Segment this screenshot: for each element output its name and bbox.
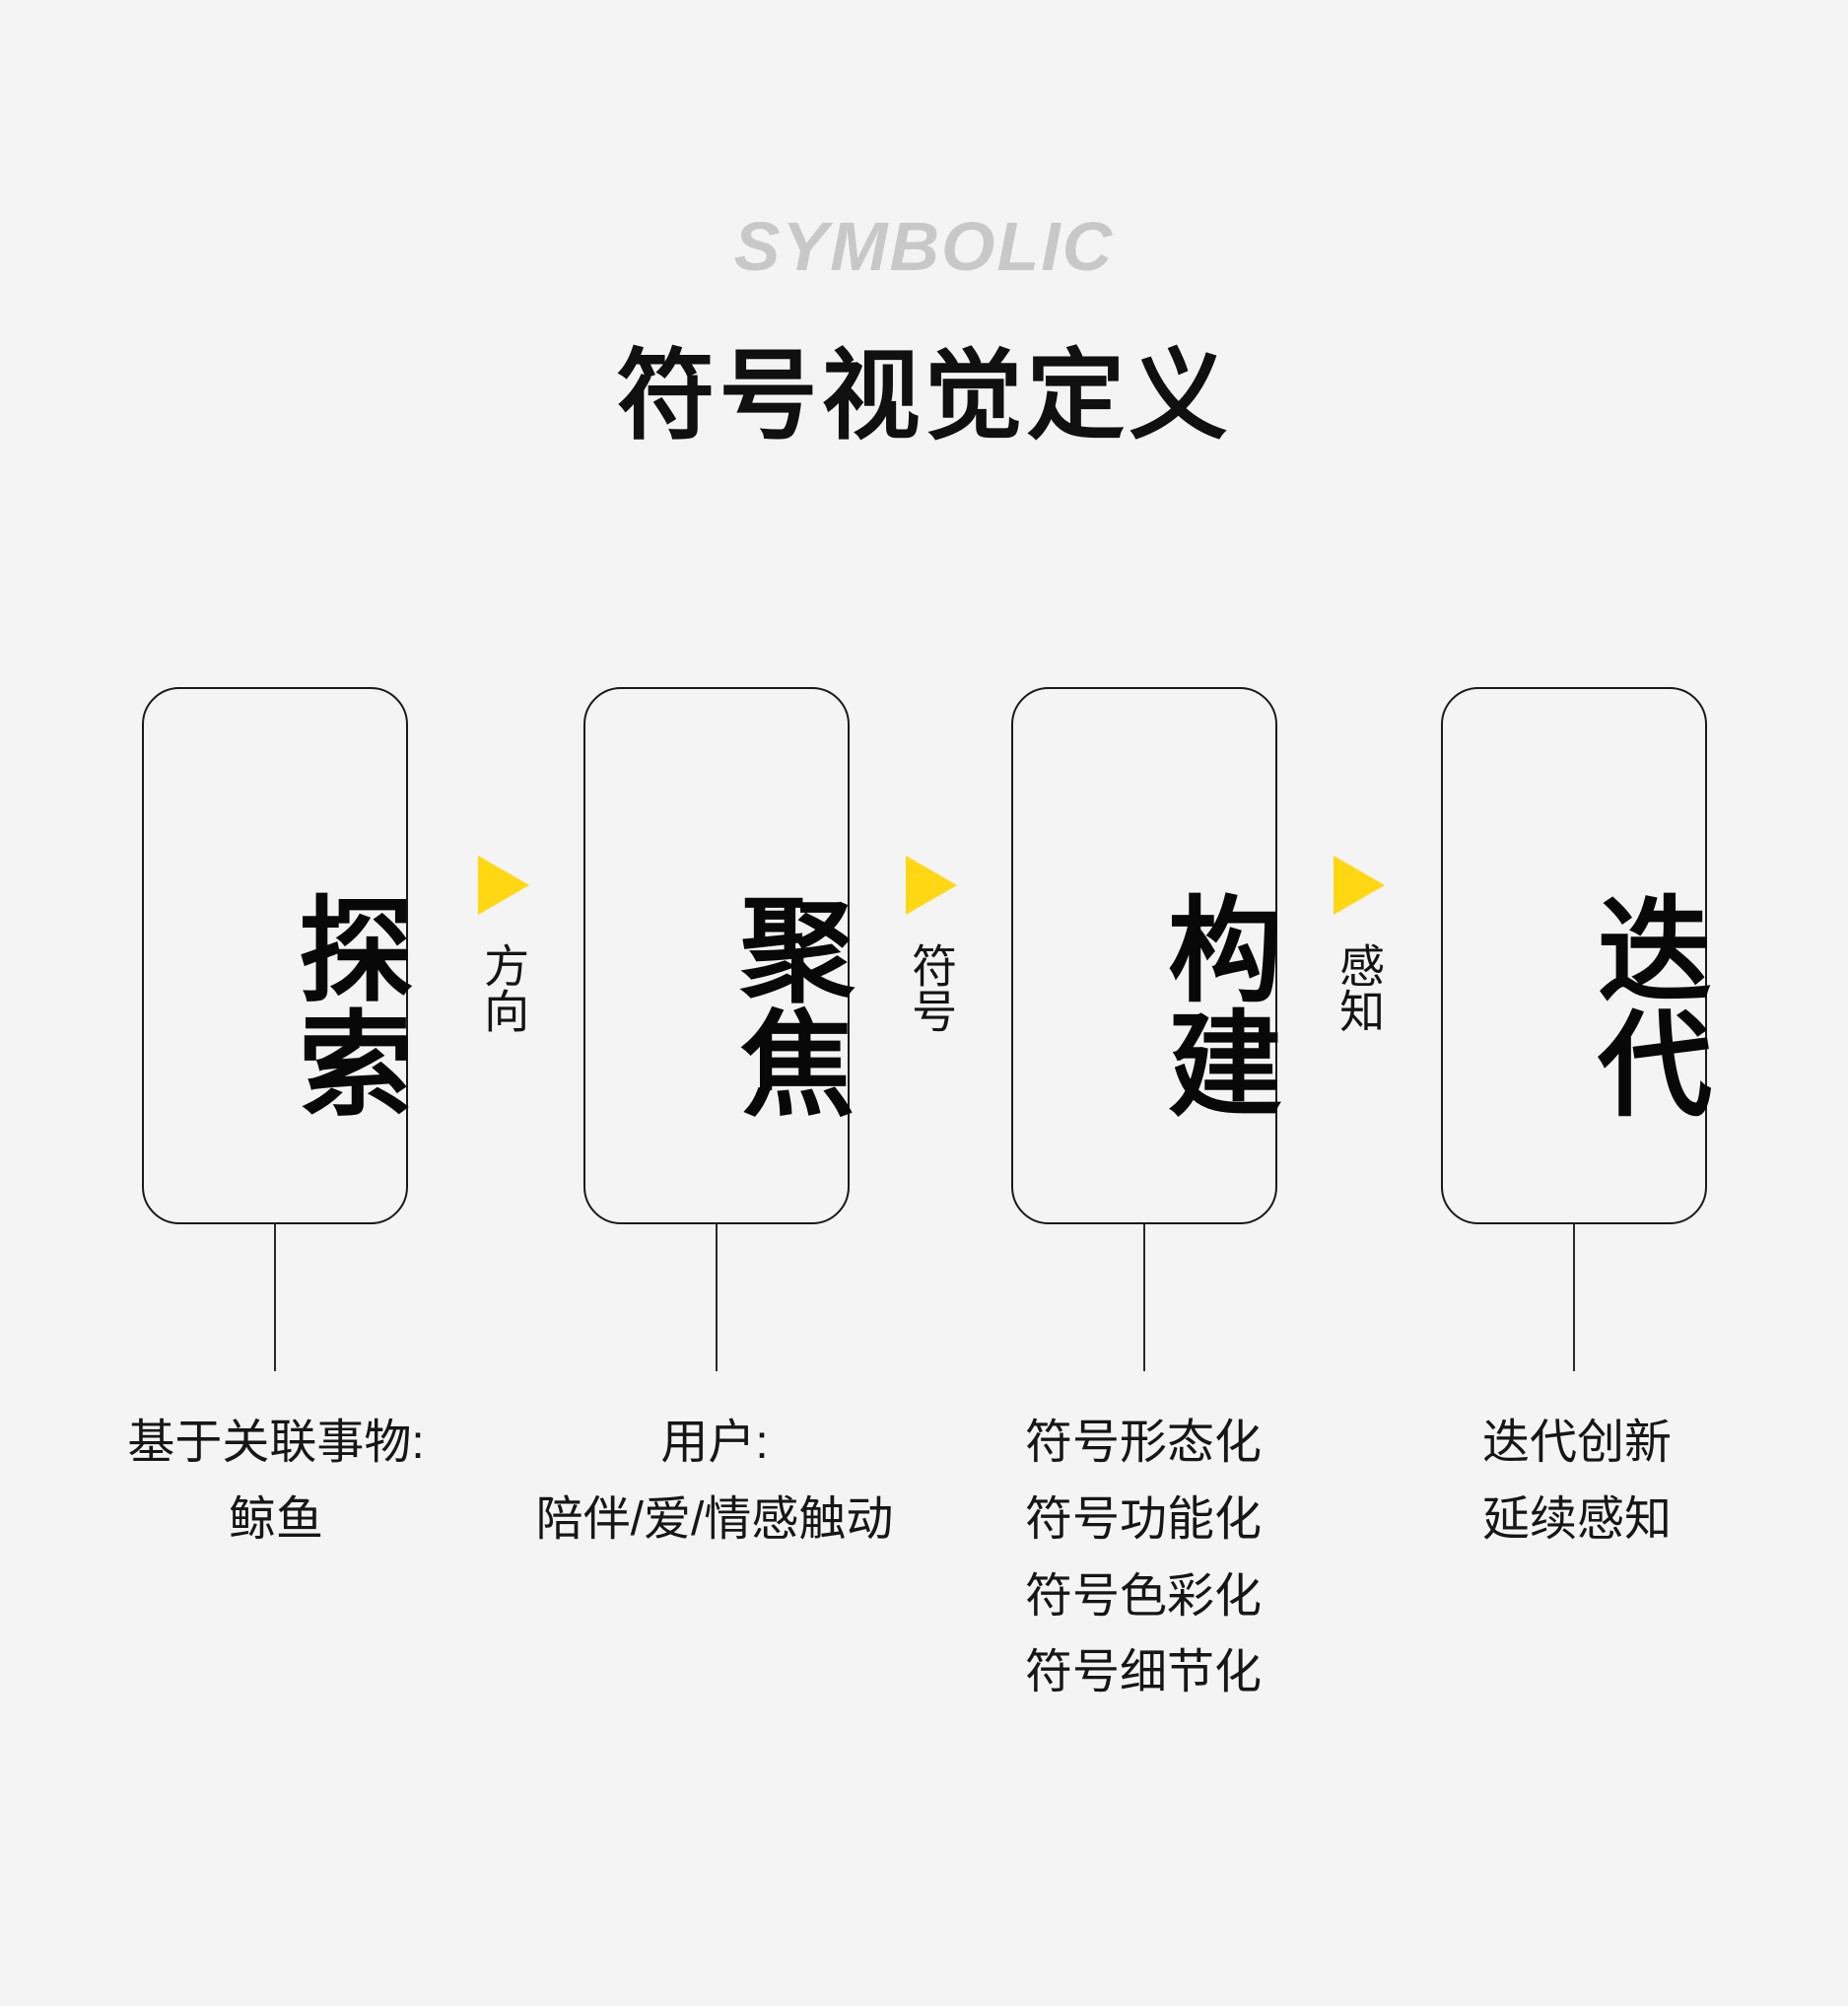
connector-label-direction: 方向 <box>478 942 530 1033</box>
stage-box-focus[interactable]: 聚焦 <box>583 687 852 1224</box>
description-line: 用户: <box>660 1417 769 1469</box>
description-line: 符号功能化 <box>1024 1492 1262 1546</box>
stem-line-build <box>1143 1223 1145 1371</box>
connector-perception: 感知 <box>1315 856 1403 1038</box>
description-line: 延续感知 <box>1481 1492 1672 1546</box>
page-title: 符号视觉定义 <box>616 341 1232 451</box>
description-block-build: 符号形态化 符号功能化 符号色彩化 符号细节化 <box>917 1405 1370 1711</box>
stage-label-build: 构建 <box>1151 890 1279 1119</box>
stage-box-build[interactable]: 构建 <box>1011 687 1279 1224</box>
stage-box-explore[interactable]: 探索 <box>142 687 410 1224</box>
eyebrow-text: SYMBOLIC <box>733 208 1115 285</box>
stage-label-iterate: 迭代 <box>1581 890 1709 1119</box>
connector-label-symbol: 符号 <box>906 942 958 1033</box>
stem-line-iterate <box>1573 1223 1575 1371</box>
play-triangle-icon <box>906 856 957 915</box>
description-line: 符号细节化 <box>1024 1646 1262 1699</box>
description-line: 符号形态化 <box>1024 1417 1262 1469</box>
play-triangle-icon <box>478 856 529 915</box>
description-line: 鲸鱼 <box>228 1492 323 1546</box>
description-block-explore: 基于关联事物: 鲸鱼 <box>49 1405 503 1558</box>
stage-label-focus: 聚焦 <box>723 890 852 1119</box>
description-line: 基于关联事物: <box>127 1417 425 1469</box>
play-triangle-icon <box>1334 856 1385 915</box>
connector-symbol: 符号 <box>887 856 976 1038</box>
stage-box-iterate[interactable]: 迭代 <box>1441 687 1709 1224</box>
description-line: 陪伴/爱/情感触动 <box>535 1492 894 1546</box>
description-block-focus: 用户: 陪伴/爱/情感触动 <box>483 1405 946 1558</box>
description-block-iterate: 迭代创新 延续感知 <box>1350 1405 1804 1558</box>
stage-label-explore: 探索 <box>282 890 410 1119</box>
description-line: 符号色彩化 <box>1024 1569 1262 1623</box>
stem-line-focus <box>716 1223 718 1371</box>
connector-label-perception: 感知 <box>1334 942 1386 1033</box>
description-line: 迭代创新 <box>1481 1417 1672 1469</box>
connector-direction: 方向 <box>459 856 548 1038</box>
stem-line-explore <box>274 1223 276 1371</box>
